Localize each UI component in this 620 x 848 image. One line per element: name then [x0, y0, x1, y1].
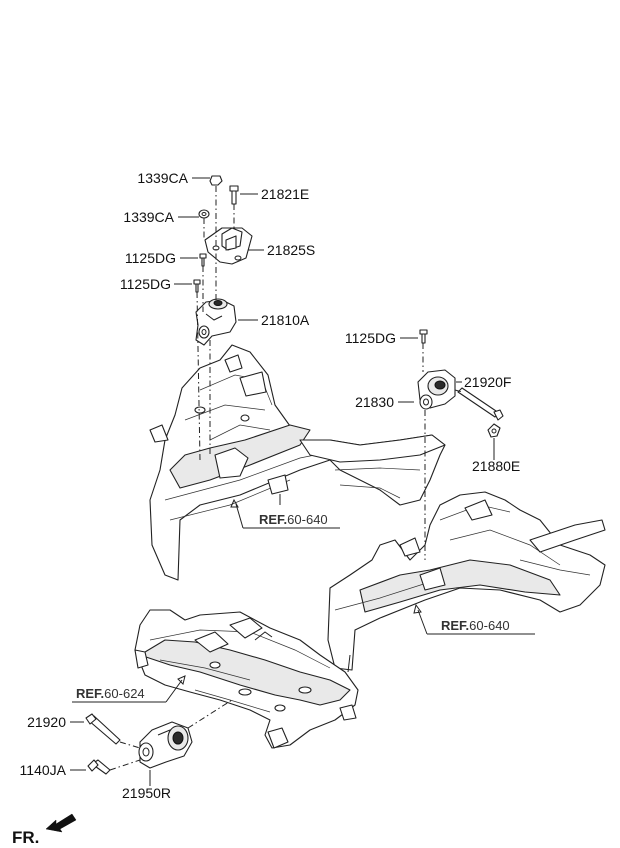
leader-lines	[70, 177, 535, 786]
label-21825s: 21825S	[267, 242, 315, 258]
label-21830: 21830	[355, 394, 394, 410]
right-mount-assembly	[417, 329, 504, 560]
front-subframe	[134, 609, 359, 749]
label-21920: 21920	[27, 714, 66, 730]
label-21950r: 21950R	[122, 785, 171, 801]
reference-labels: REF.60-640 REF.60-640 REF.60-624	[76, 512, 510, 701]
front-direction-indicator: FR.	[12, 813, 77, 847]
ref-label-subframe: REF.60-624	[76, 686, 145, 701]
label-1125dg-c: 1125DG	[345, 330, 396, 346]
front-direction-label: FR.	[12, 828, 39, 847]
label-1125dg-b: 1125DG	[120, 276, 171, 292]
label-1125dg-a: 1125DG	[125, 250, 176, 266]
left-side-member	[149, 344, 446, 581]
label-1140ja: 1140JA	[20, 762, 67, 778]
nut-1339ca-top	[209, 175, 223, 186]
right-side-member	[327, 491, 606, 673]
ref-label-side-member-right: REF.60-640	[441, 618, 510, 633]
label-21821e: 21821E	[261, 186, 309, 202]
label-21810a: 21810A	[261, 312, 310, 328]
front-arrow-icon	[45, 813, 77, 833]
left-mount-assembly	[193, 175, 253, 461]
label-21880e: 21880E	[472, 458, 520, 474]
roll-mount-assembly	[85, 699, 233, 775]
part-labels: 1339CA 21821E 1339CA 21825S 1125DG 1125D…	[20, 170, 521, 801]
label-21920f: 21920F	[464, 374, 511, 390]
label-1339ca-top: 1339CA	[137, 170, 188, 186]
label-1339ca-mid: 1339CA	[123, 209, 174, 225]
ref-label-side-member-left: REF.60-640	[259, 512, 328, 527]
